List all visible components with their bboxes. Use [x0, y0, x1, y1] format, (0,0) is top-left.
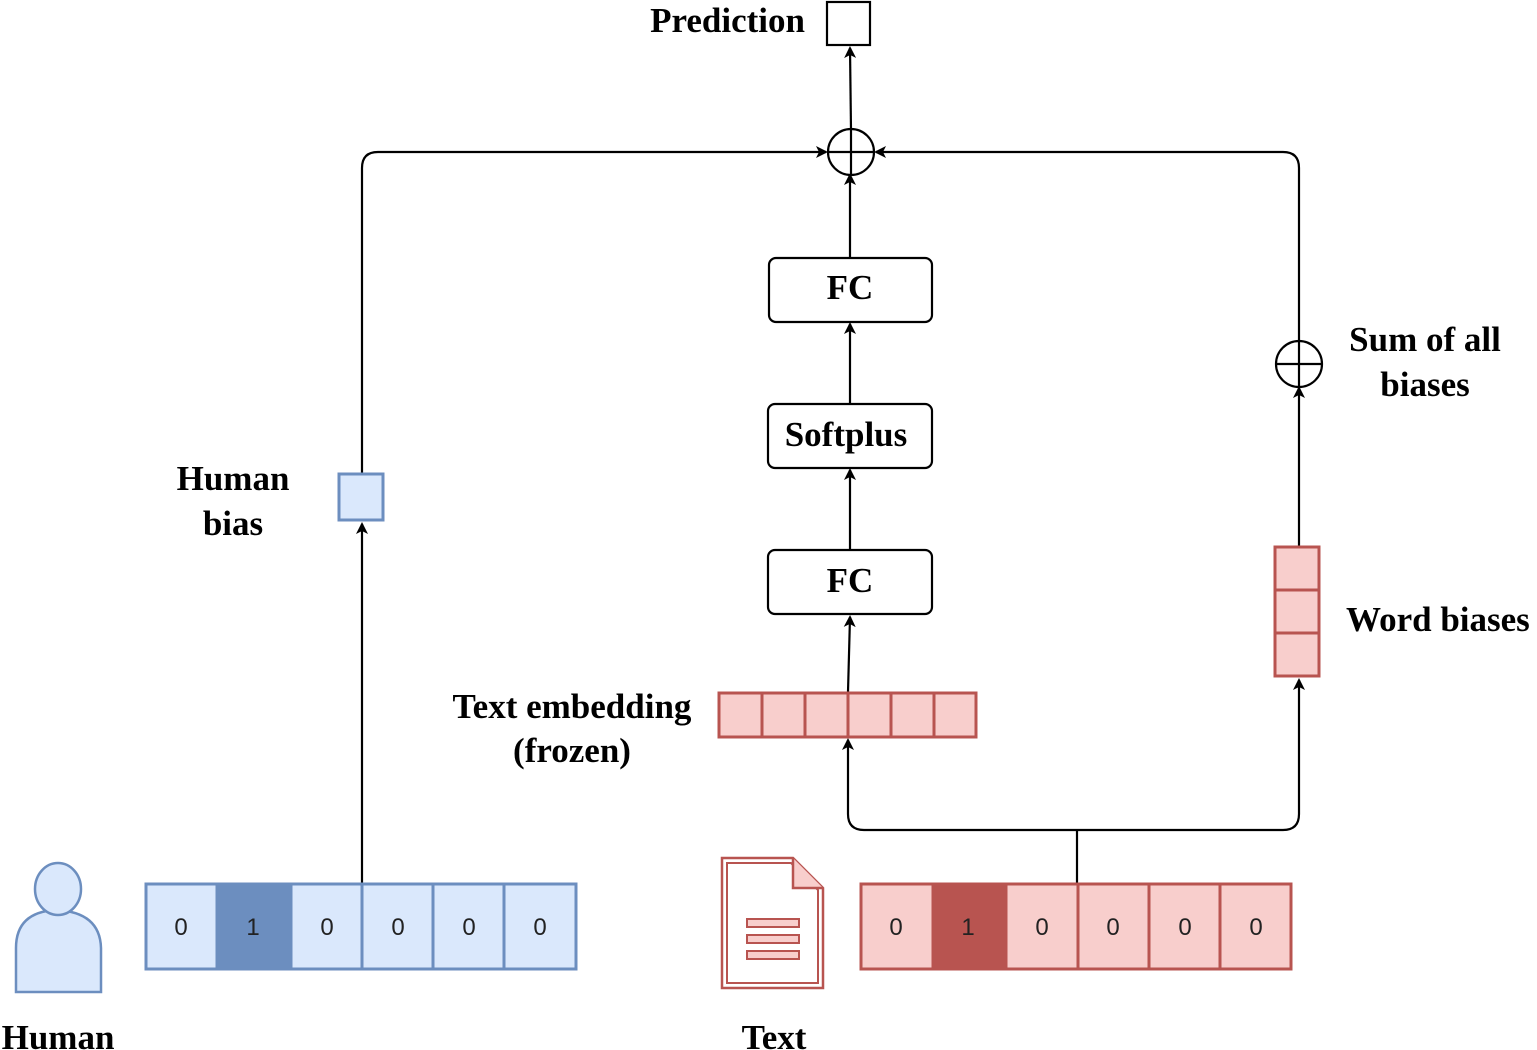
word-bias-cell	[1273, 588, 1321, 635]
fc-bottom-label: FC	[827, 561, 874, 600]
vector-cell-value: 1	[961, 914, 974, 941]
embedding-cell	[846, 691, 893, 739]
human-bias-label-line2: bias	[203, 504, 263, 543]
fc-bottom-block: FC	[766, 548, 934, 616]
prediction-box	[825, 0, 872, 47]
vector-cell-value: 0	[1106, 914, 1119, 941]
edges	[356, 46, 1305, 884]
text-one-hot-vector: 0 1 0 0 0 0	[859, 882, 1293, 971]
vector-cell: 0	[859, 882, 935, 971]
vector-cell-value: 1	[246, 914, 259, 941]
document-icon	[720, 856, 825, 990]
human-bias-label-line1: Human	[177, 459, 290, 498]
vector-cell: 0	[1147, 882, 1222, 971]
softplus-label: Softplus	[785, 415, 908, 454]
vector-cell: 0	[144, 882, 219, 971]
vector-cell-value: 0	[391, 914, 404, 941]
human-label: Human	[2, 1018, 115, 1050]
text-embedding-row	[717, 691, 978, 739]
text-label: Text	[742, 1018, 807, 1050]
edge-biases-sum-to-sum	[874, 146, 1301, 340]
vector-cell-value: 0	[533, 914, 546, 941]
bias-sum-node	[1274, 339, 1324, 389]
embedding-cell	[803, 691, 850, 739]
vector-cell-value: 0	[1249, 914, 1262, 941]
vector-cell: 0	[1076, 882, 1151, 971]
text-embedding-label-line1: Text embedding	[453, 687, 692, 726]
prediction-label: Prediction	[650, 1, 805, 40]
vector-cell-value: 0	[1035, 914, 1048, 941]
vector-cell: 0	[360, 882, 435, 971]
edge-embedding-to-fc	[843, 615, 856, 693]
person-icon	[14, 861, 103, 994]
vector-cell-value: 0	[174, 914, 187, 941]
vector-cell-value: 0	[462, 914, 475, 941]
edge-human-bias-to-sum	[360, 146, 828, 474]
vector-cell-active: 1	[215, 882, 293, 971]
human-bias-cell	[337, 472, 385, 522]
word-bias-cell	[1273, 545, 1321, 592]
vector-cell-value: 0	[1178, 914, 1191, 941]
embedding-cell	[889, 691, 936, 739]
text-embedding-label-line2: (frozen)	[513, 731, 631, 770]
edge-text-to-word-biases	[1077, 678, 1305, 832]
sum-biases-label-line2: biases	[1380, 365, 1469, 404]
edge-text-to-embedding	[842, 738, 1077, 832]
softplus-block: Softplus	[766, 402, 934, 470]
fc-top-block: FC	[767, 256, 934, 324]
top-sum-node	[826, 127, 876, 177]
embedding-cell	[717, 691, 764, 739]
embedding-cell	[760, 691, 807, 739]
vector-cell: 0	[289, 882, 364, 971]
vector-cell-active: 1	[931, 882, 1008, 971]
embedding-cell	[932, 691, 978, 739]
vector-cell-value: 0	[320, 914, 333, 941]
sum-biases-label-line1: Sum of all	[1349, 320, 1501, 359]
word-biases-label: Word biases	[1346, 600, 1530, 639]
word-bias-cell	[1273, 631, 1321, 678]
vector-cell: 0	[431, 882, 506, 971]
human-one-hot-vector: 0 1 0 0 0 0	[144, 882, 578, 971]
vector-cell: 0	[1218, 882, 1293, 971]
vector-cell: 0	[502, 882, 578, 971]
word-biases-column	[1273, 545, 1321, 678]
fc-top-label: FC	[827, 268, 874, 307]
edge-sum-to-prediction	[844, 46, 857, 131]
vector-cell: 0	[1004, 882, 1080, 971]
vector-cell-value: 0	[889, 914, 902, 941]
